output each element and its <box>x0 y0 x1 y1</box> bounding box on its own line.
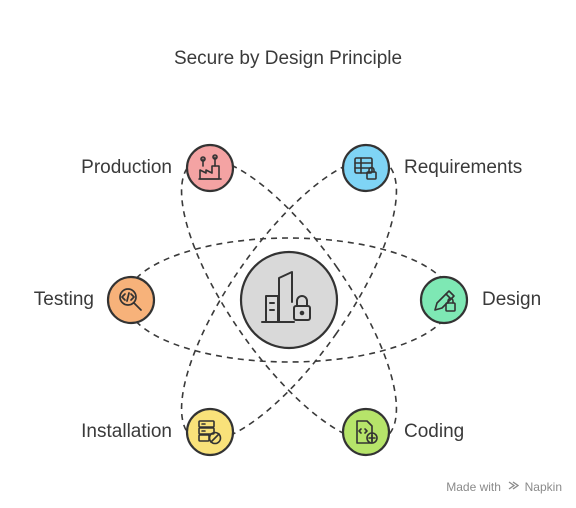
node-testing[interactable] <box>106 275 156 325</box>
node-requirements[interactable] <box>341 143 391 193</box>
watermark: Made with Napkin <box>446 480 562 494</box>
node-installation[interactable] <box>185 407 235 457</box>
diagram-title: Secure by Design Principle <box>173 48 403 69</box>
label-coding: Coding <box>404 421 465 442</box>
label-production: Production <box>81 157 172 178</box>
code-magnifier-icon <box>119 288 142 311</box>
center-hub <box>239 250 339 350</box>
napkin-logo-icon <box>508 480 520 494</box>
spreadsheet-lock-icon <box>354 157 377 180</box>
watermark-prefix: Made with <box>446 480 501 494</box>
node-coding[interactable] <box>341 407 391 457</box>
watermark-brand: Napkin <box>524 480 562 494</box>
factory-icon <box>198 154 222 180</box>
label-design: Design <box>482 289 542 310</box>
label-installation: Installation <box>81 421 172 442</box>
node-production[interactable] <box>185 143 235 193</box>
pencil-lock-icon <box>434 290 456 312</box>
secure-building-lock-icon <box>261 271 311 323</box>
label-requirements: Requirements <box>404 157 523 178</box>
server-block-icon <box>198 420 222 445</box>
code-file-plus-icon <box>356 420 378 444</box>
label-testing: Testing <box>33 289 94 310</box>
node-design[interactable] <box>419 275 469 325</box>
